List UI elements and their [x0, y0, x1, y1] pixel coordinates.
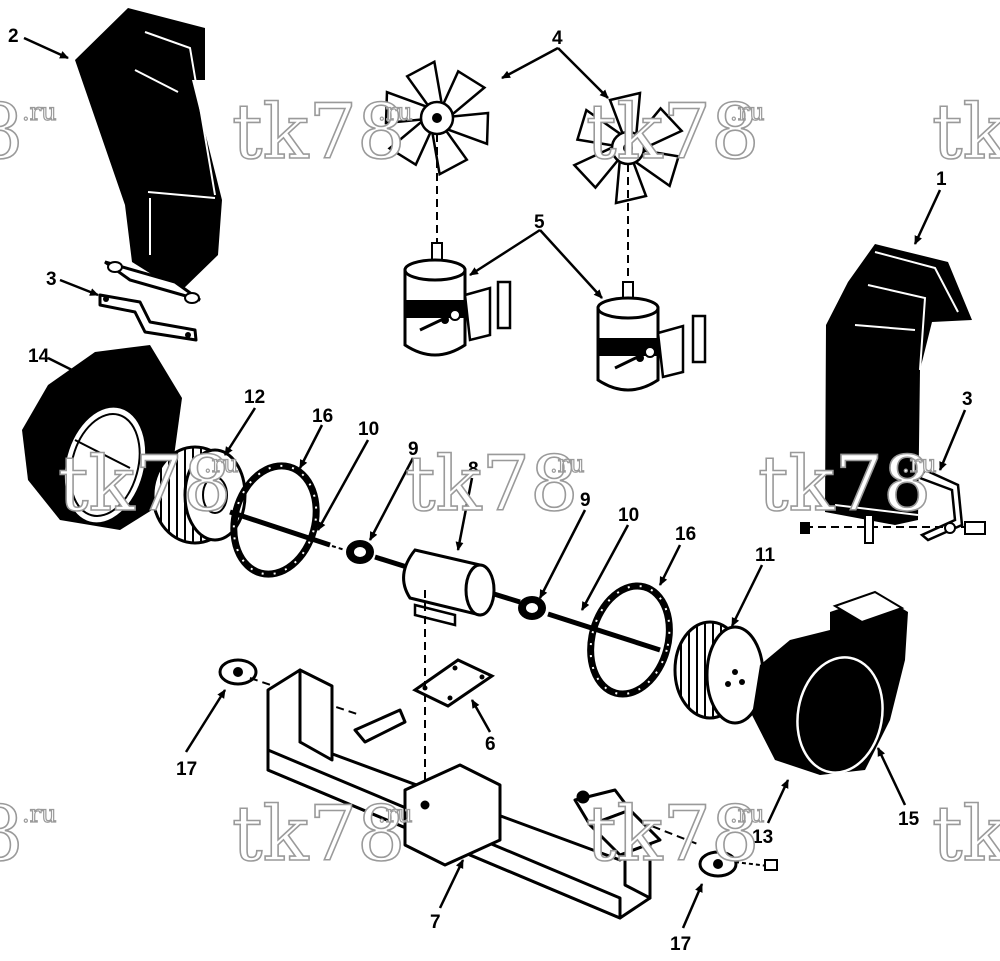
mounting-plate	[412, 590, 496, 805]
callout-16-right: 16	[675, 524, 696, 545]
shaft-right	[547, 611, 661, 653]
callout-2: 2	[8, 26, 19, 47]
watermark-bottom-right-center: tk78	[586, 789, 759, 878]
callout-labels: 1 2 3 3 4 5 6 7 8 9 9 10 10 11 12 13 14 …	[8, 26, 973, 955]
callout-3-right: 3	[962, 389, 973, 410]
callout-4: 4	[552, 28, 563, 49]
mount-right	[579, 797, 778, 878]
callout-7: 7	[430, 912, 441, 933]
watermark-mid-right: tk78	[758, 439, 931, 528]
watermark-partial-bottom-left: 8	[0, 789, 23, 878]
callout-10-right: 10	[618, 505, 639, 526]
duct-upper-right	[825, 244, 972, 525]
watermark-mid-center: tk78	[405, 439, 578, 528]
base-frame	[266, 668, 662, 920]
gasket-right	[587, 582, 673, 698]
watermark-suffix-bottom-center: .ru	[378, 800, 413, 828]
watermark-suffix-mid-left: .ru	[204, 450, 239, 478]
watermark-top-right-center: tk78	[586, 87, 759, 176]
callout-15: 15	[898, 809, 920, 830]
callout-9-left: 9	[408, 439, 419, 460]
watermark-mid-left: tk78	[58, 439, 231, 528]
watermark-bottom-center: tk78	[232, 789, 405, 878]
shaft-left	[229, 509, 331, 548]
callout-9-right: 9	[580, 490, 591, 511]
callout-10-left: 10	[358, 419, 379, 440]
callout-16-left: 16	[312, 406, 333, 427]
watermark-partial-top-left: 8	[0, 87, 23, 176]
coupling-right	[518, 596, 546, 620]
fan-motor-right	[596, 281, 707, 392]
fan-motor-left	[403, 242, 512, 357]
blower-motor	[374, 548, 521, 627]
callout-6: 6	[485, 734, 496, 755]
callout-12: 12	[244, 387, 265, 408]
callout-14: 14	[28, 346, 50, 367]
watermark-suffix-top-left: .ru	[22, 98, 57, 126]
watermark-suffix-bottom-left: .ru	[22, 800, 57, 828]
watermark-suffix-mid-right: .ru	[902, 450, 937, 478]
watermark-bottom-right: tk78	[932, 789, 1000, 878]
callout-17-right: 17	[670, 934, 691, 955]
gasket-left	[230, 462, 320, 578]
callout-17-left: 17	[176, 759, 197, 780]
watermark-top-center: tk78	[232, 87, 405, 176]
callout-11: 11	[755, 545, 776, 566]
watermark-suffix-top-right-center: .ru	[730, 98, 765, 126]
callout-5: 5	[534, 212, 545, 233]
fan-right	[572, 91, 684, 205]
callout-13: 13	[752, 827, 773, 848]
watermark-suffix-mid-center: .ru	[550, 450, 585, 478]
blower-wheel-left	[151, 445, 247, 545]
bracket-left	[98, 293, 198, 342]
watermarks: 8 .ru tk78 .ru tk78 .ru tk78 tk78 .ru tk…	[0, 86, 1000, 879]
blower-wheel-right	[673, 620, 765, 725]
blower-housing-right	[752, 590, 908, 775]
bracket-right	[800, 468, 986, 544]
watermark-suffix-bottom-right-center: .ru	[730, 800, 765, 828]
watermark-suffix-top-center: .ru	[378, 98, 413, 126]
callout-8: 8	[468, 459, 479, 480]
leader-lines	[23, 36, 967, 929]
callout-3-left: 3	[46, 269, 57, 290]
blower-housing-left	[22, 345, 182, 530]
callout-1: 1	[936, 169, 947, 190]
duct-upper-left	[75, 8, 222, 304]
fan-left	[384, 59, 490, 177]
coupling-left	[346, 540, 374, 564]
watermark-top-right: tk78	[932, 87, 1000, 176]
